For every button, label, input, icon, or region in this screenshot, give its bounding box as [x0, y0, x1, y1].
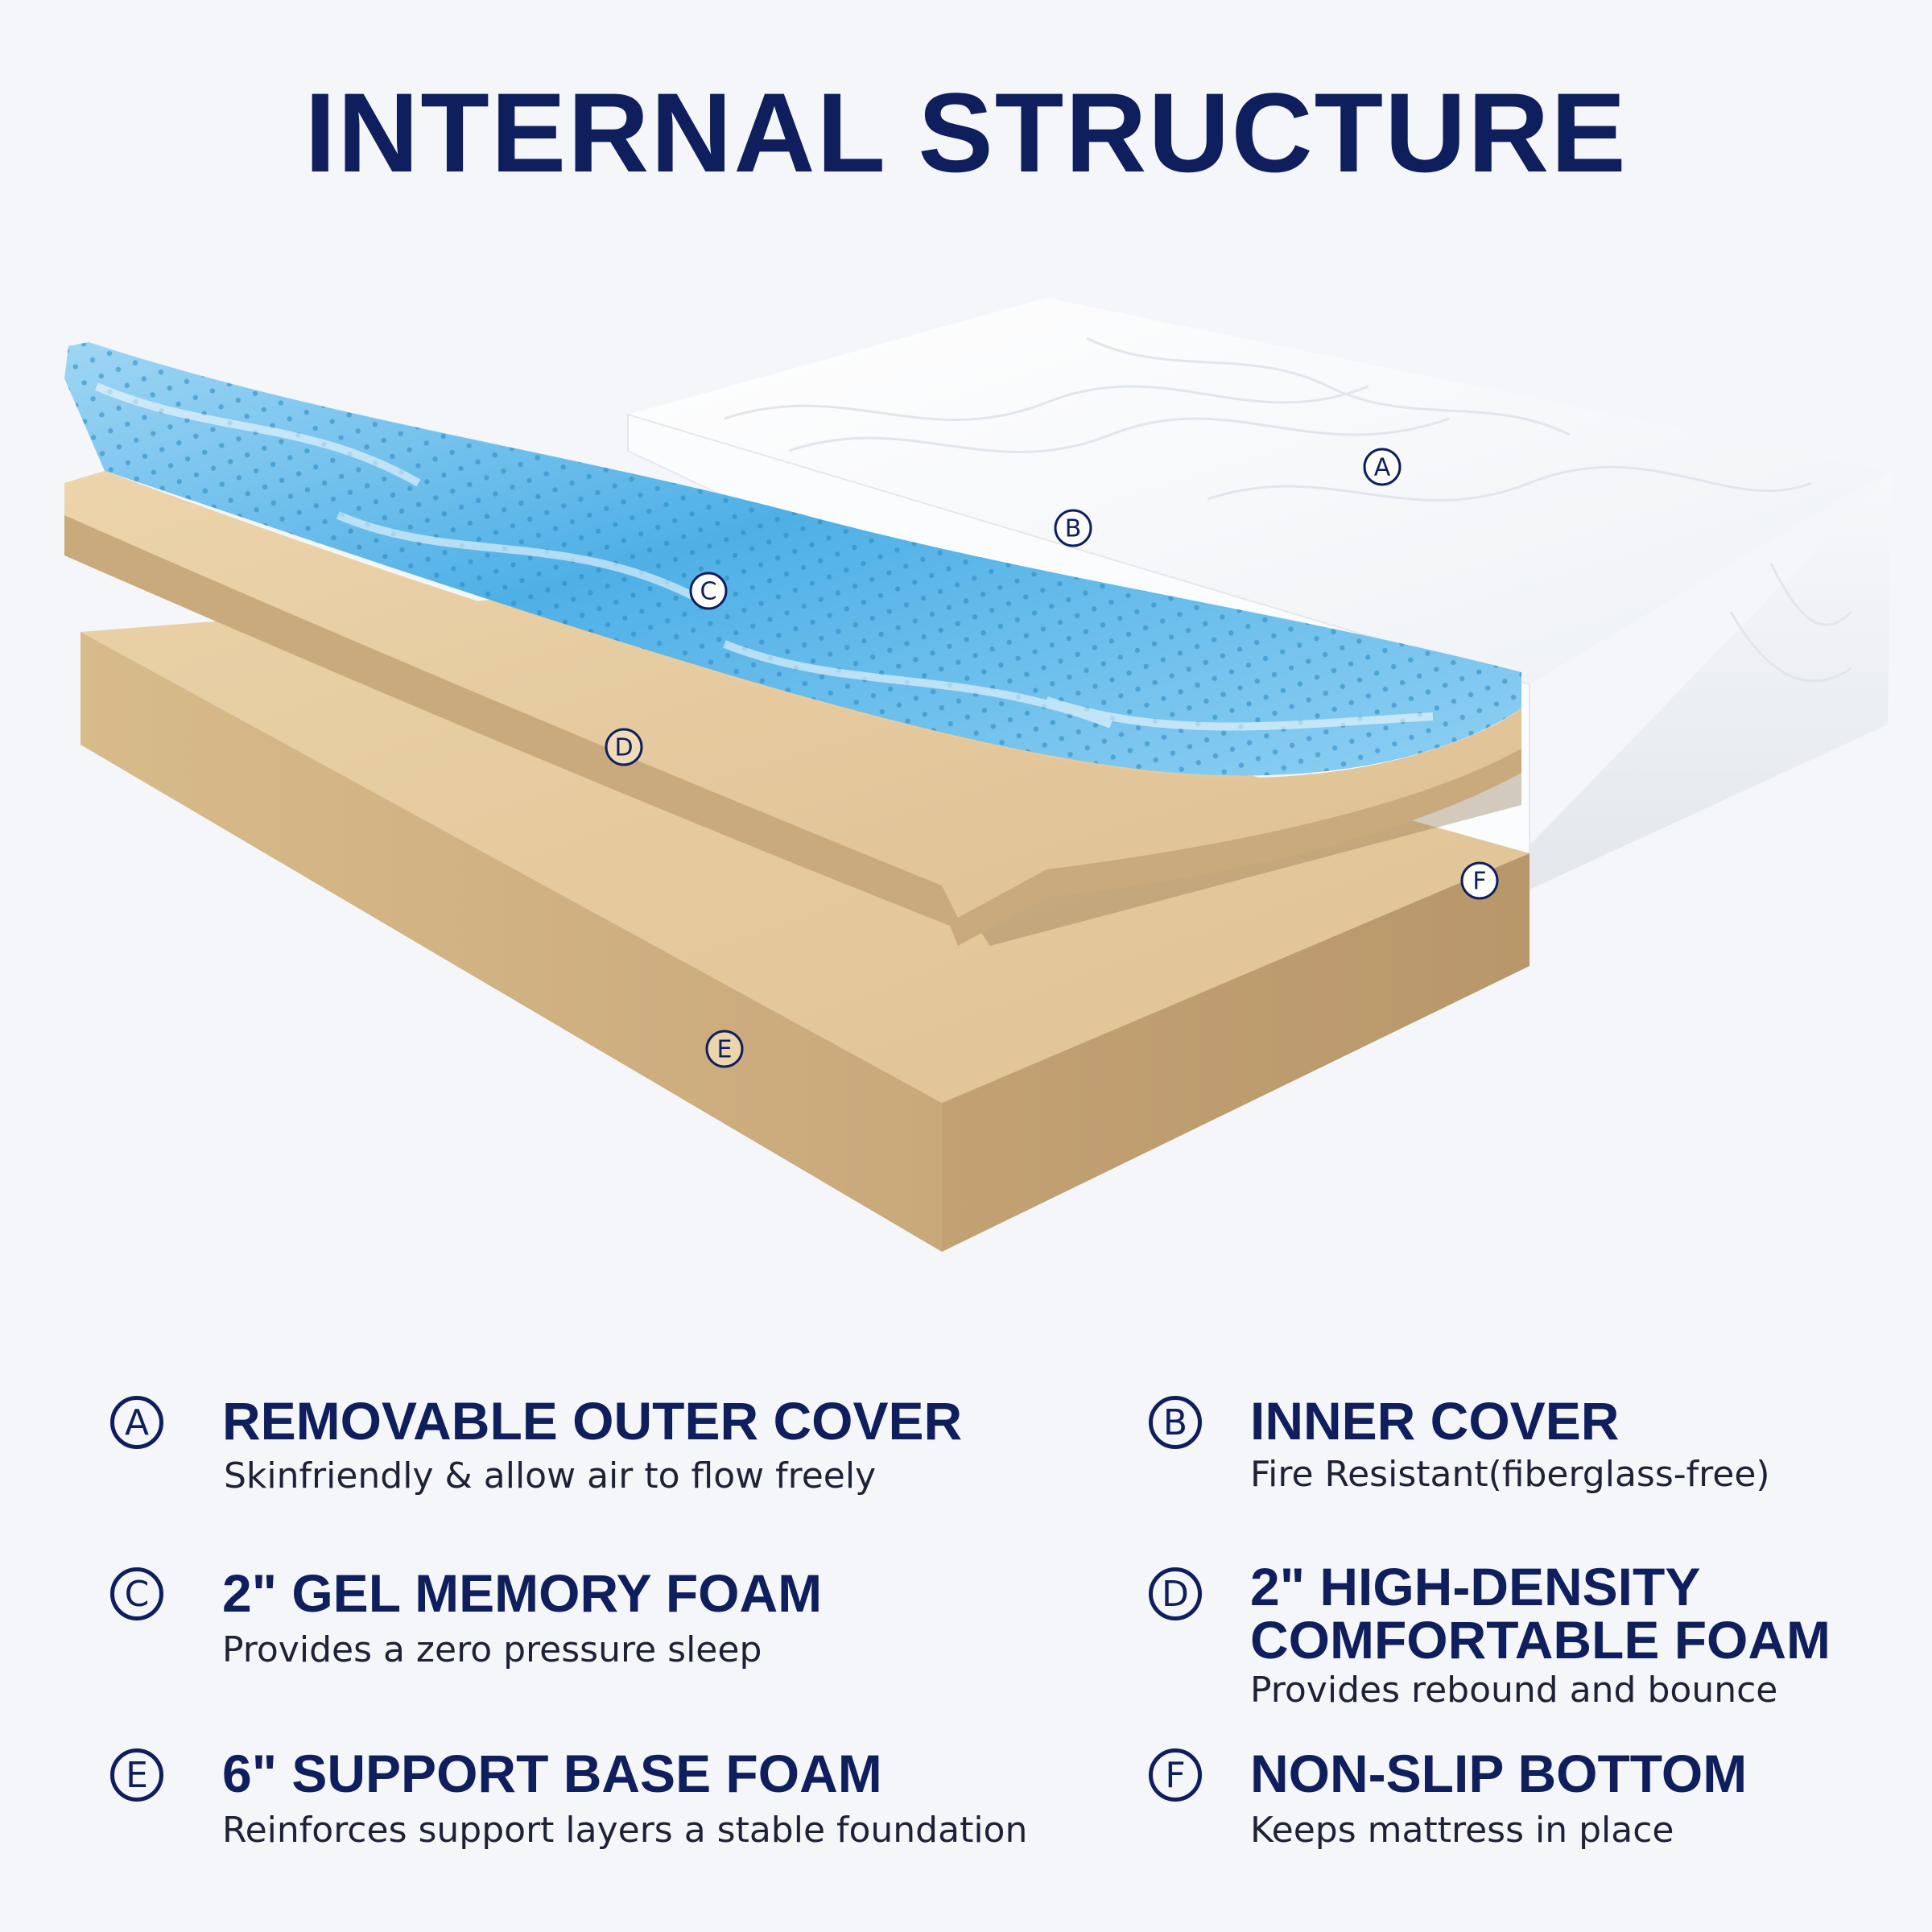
page-title: INTERNAL STRUCTURE	[304, 69, 1628, 196]
legend-desc-c: Provides a zero pressure sleep	[222, 1629, 762, 1670]
legend-title-d-line2: COMFORTABLE FOAM	[1250, 1610, 1831, 1670]
svg-text:E: E	[717, 1036, 733, 1064]
marker-c: C	[689, 572, 728, 610]
outer-cover-top	[628, 298, 1888, 684]
legend-badge-b: B	[1149, 1396, 1202, 1449]
marker-d: D	[605, 728, 643, 766]
base-foam-front	[80, 632, 942, 1252]
cover-side-panel	[1530, 471, 1892, 890]
marker-e: E	[705, 1030, 744, 1068]
marker-a: A	[1363, 448, 1402, 486]
svg-text:C: C	[700, 578, 717, 606]
legend-desc-a: Skinfriendly & allow air to flow freely	[224, 1455, 877, 1496]
legend-title-c: 2" GEL MEMORY FOAM	[222, 1563, 823, 1623]
legend-desc-b: Fire Resistant(fiberglass-free)	[1250, 1454, 1770, 1495]
base-foam-side	[942, 853, 1530, 1252]
comfort-foam-layer	[64, 471, 1521, 918]
legend-title-e: 6" SUPPORT BASE FOAM	[222, 1744, 882, 1803]
legend-desc-d: Provides rebound and bounce	[1250, 1670, 1778, 1711]
legend-title-d-line1: 2" HIGH-DENSITY	[1250, 1557, 1701, 1616]
legend-badge-c: C	[110, 1567, 163, 1620]
legend-badge-a: A	[110, 1396, 163, 1449]
legend-badge-e: E	[110, 1748, 163, 1802]
svg-text:D: D	[614, 734, 633, 762]
legend-title-a: REMOVABLE OUTER COVER	[222, 1391, 963, 1451]
marker-f: F	[1460, 861, 1499, 900]
legend-badge-f: F	[1149, 1748, 1202, 1802]
marker-b: B	[1054, 509, 1092, 547]
gel-swirls	[95, 382, 1434, 731]
svg-text:F: F	[1472, 868, 1486, 896]
gel-foam-perforations	[64, 342, 1521, 776]
legend-badge-d: D	[1149, 1567, 1202, 1620]
legend-title-f: NON-SLIP BOTTOM	[1250, 1744, 1748, 1803]
svg-text:B: B	[1065, 515, 1082, 543]
legend-desc-e: Reinforces support layers a stable found…	[222, 1810, 1028, 1851]
legend-title-b: INNER COVER	[1250, 1391, 1620, 1451]
legend-desc-f: Keeps mattress in place	[1250, 1810, 1674, 1851]
svg-text:A: A	[1374, 454, 1391, 482]
comfort-foam-edge	[64, 515, 1521, 946]
cover-quilting	[724, 336, 1853, 683]
